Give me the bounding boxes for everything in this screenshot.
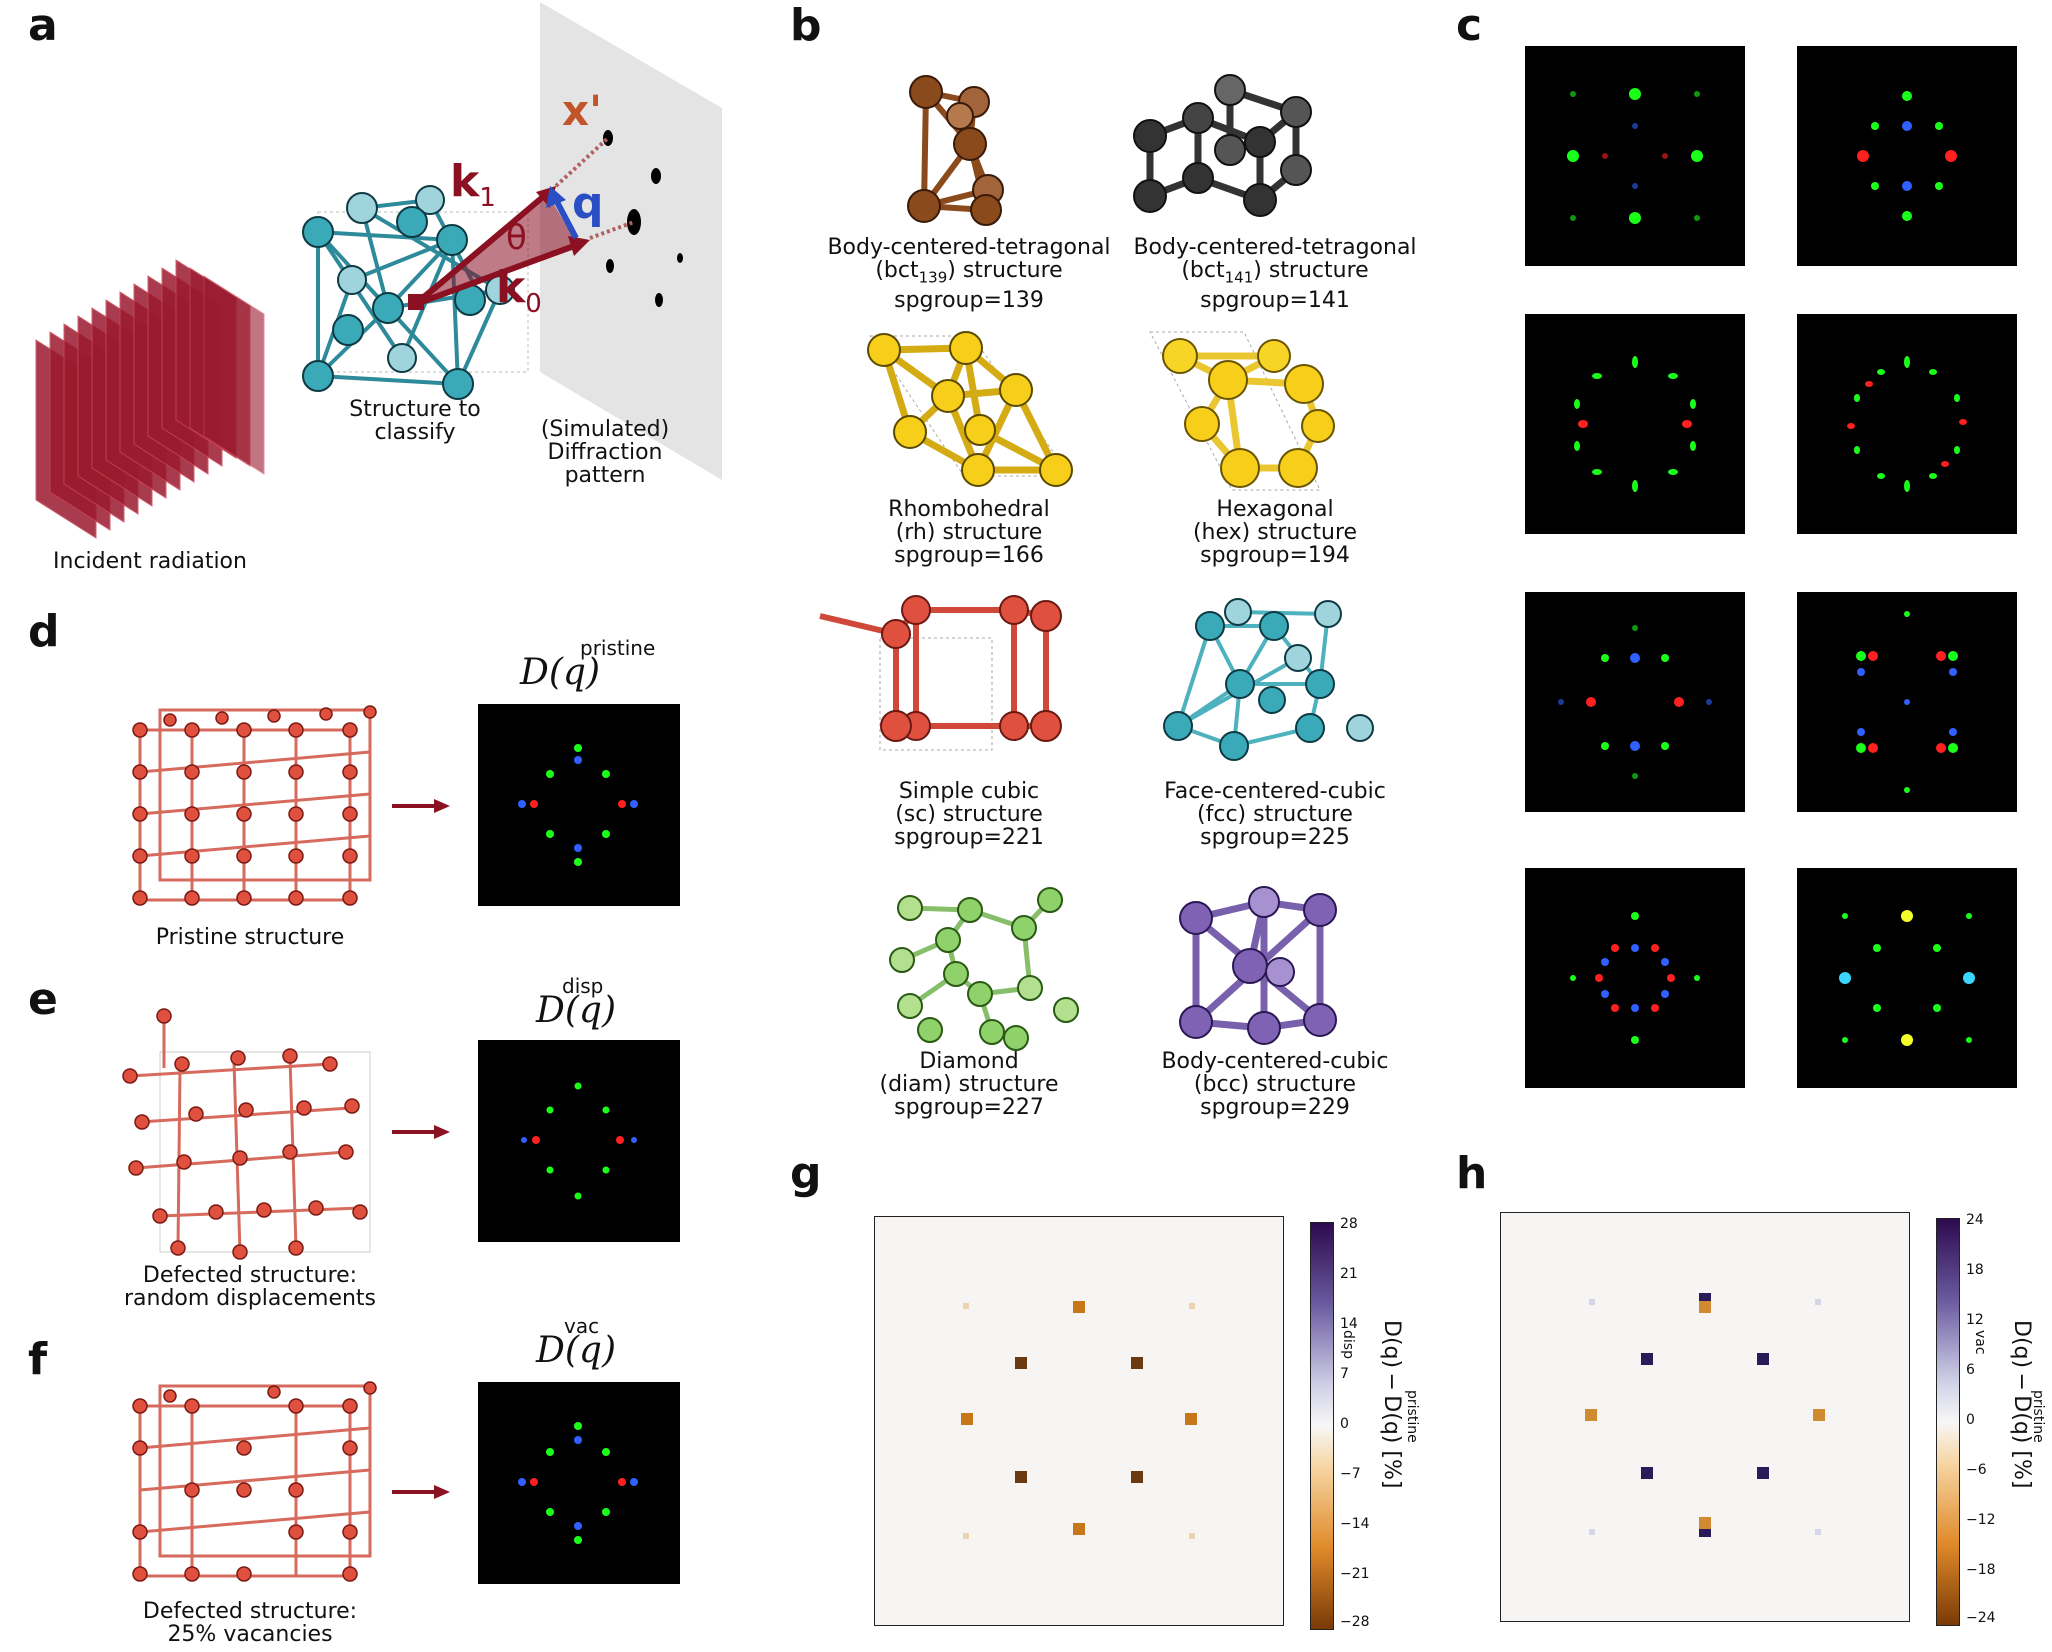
d-vac-sup: vac <box>564 1314 600 1338</box>
diamond-structure <box>889 887 1079 1051</box>
panel-letter-b: b <box>790 0 822 51</box>
arrow-d <box>392 799 450 813</box>
diffraction-image-c7 <box>1525 868 1745 1088</box>
panel-b-graphic <box>819 74 1374 1051</box>
d-pristine-sup: pristine <box>580 636 656 660</box>
diffraction-image-c2 <box>1797 46 2017 266</box>
diffraction-image-c8 <box>1797 868 2017 1088</box>
bct141-structure <box>1133 74 1312 217</box>
difference-map-g <box>874 1216 1284 1626</box>
d-pristine-label: D(q) <box>520 652 600 693</box>
x-prime-label: x' <box>562 86 602 135</box>
panel-letter-g: g <box>790 1148 822 1199</box>
colorbar-h-sup2: pristine <box>2030 1390 2046 1443</box>
arrow-f <box>392 1485 450 1499</box>
hexagonal-structure <box>1149 331 1335 491</box>
diffraction-image-c5 <box>1525 592 1745 812</box>
k1-label: k1 <box>450 156 496 213</box>
rhombohedral-structure <box>867 331 1073 487</box>
k0-dotted-line <box>589 220 635 240</box>
panel-letter-c: c <box>1456 0 1483 51</box>
simple-cubic-structure <box>819 595 1062 751</box>
colorbar-g-sup1: disp <box>1340 1330 1356 1359</box>
d-disp-sup: disp <box>562 974 604 998</box>
diffraction-image-c3 <box>1525 314 1745 534</box>
diffraction-image-e <box>478 1040 680 1242</box>
panel-letter-e: e <box>28 974 58 1025</box>
bct139-caption: Body-centered-tetragonal (bct139) struct… <box>827 235 1111 314</box>
incident-radiation-caption: Incident radiation <box>53 549 247 574</box>
q-arrow <box>553 198 579 240</box>
panel-letter-f: f <box>28 1334 48 1385</box>
k0-label: k0 <box>496 262 542 319</box>
disp-caption: Defected structure:random displacements <box>123 1263 377 1311</box>
diffraction-spots <box>603 130 683 307</box>
diffraction-image-d <box>478 704 680 906</box>
d-disp-label: D(q) <box>536 990 616 1031</box>
diffraction-image-c6 <box>1797 592 2017 812</box>
diffraction-image-f <box>478 1382 680 1584</box>
panel-letter-a: a <box>28 0 58 51</box>
colorbar-g <box>1310 1222 1334 1630</box>
incident-radiation-sheets <box>35 259 265 539</box>
colorbar-g-label: D(q) − D(q) [%] <box>1379 1320 1404 1489</box>
bct141-caption: Body-centered-tetragonal (bct141) struct… <box>1133 235 1417 314</box>
k1-arrow <box>414 193 546 307</box>
diffraction-image-c1 <box>1525 46 1745 266</box>
vacancy-structure <box>132 1381 377 1582</box>
bcc-structure <box>1179 886 1337 1045</box>
theta-label: θ <box>506 218 527 258</box>
panel-letter-d: d <box>28 606 60 657</box>
bct139-structure <box>907 75 1004 226</box>
colorbar-h-sup1: vac <box>1972 1330 1988 1355</box>
k0-arrow <box>414 243 576 307</box>
pristine-structure <box>132 705 377 906</box>
diffraction-image-c4 <box>1797 314 2017 534</box>
q-label: q <box>572 178 604 229</box>
d-vac-label: D(q) <box>536 1330 616 1371</box>
colorbar-g-sup2: pristine <box>1404 1390 1420 1443</box>
panel-a-graphic <box>35 2 722 539</box>
colorbar-h <box>1936 1218 1960 1626</box>
difference-map-h <box>1500 1212 1910 1622</box>
fcc-atoms-a <box>302 185 515 400</box>
fcc-structure-b <box>1163 598 1374 761</box>
pristine-caption: Pristine structure <box>155 925 345 950</box>
panel-letter-h: h <box>1456 1148 1488 1199</box>
displaced-structure <box>122 1008 371 1260</box>
diffraction-screen <box>540 2 722 480</box>
arrow-e <box>392 1125 450 1139</box>
vac-caption: Defected structure:25% vacancies <box>142 1599 358 1647</box>
